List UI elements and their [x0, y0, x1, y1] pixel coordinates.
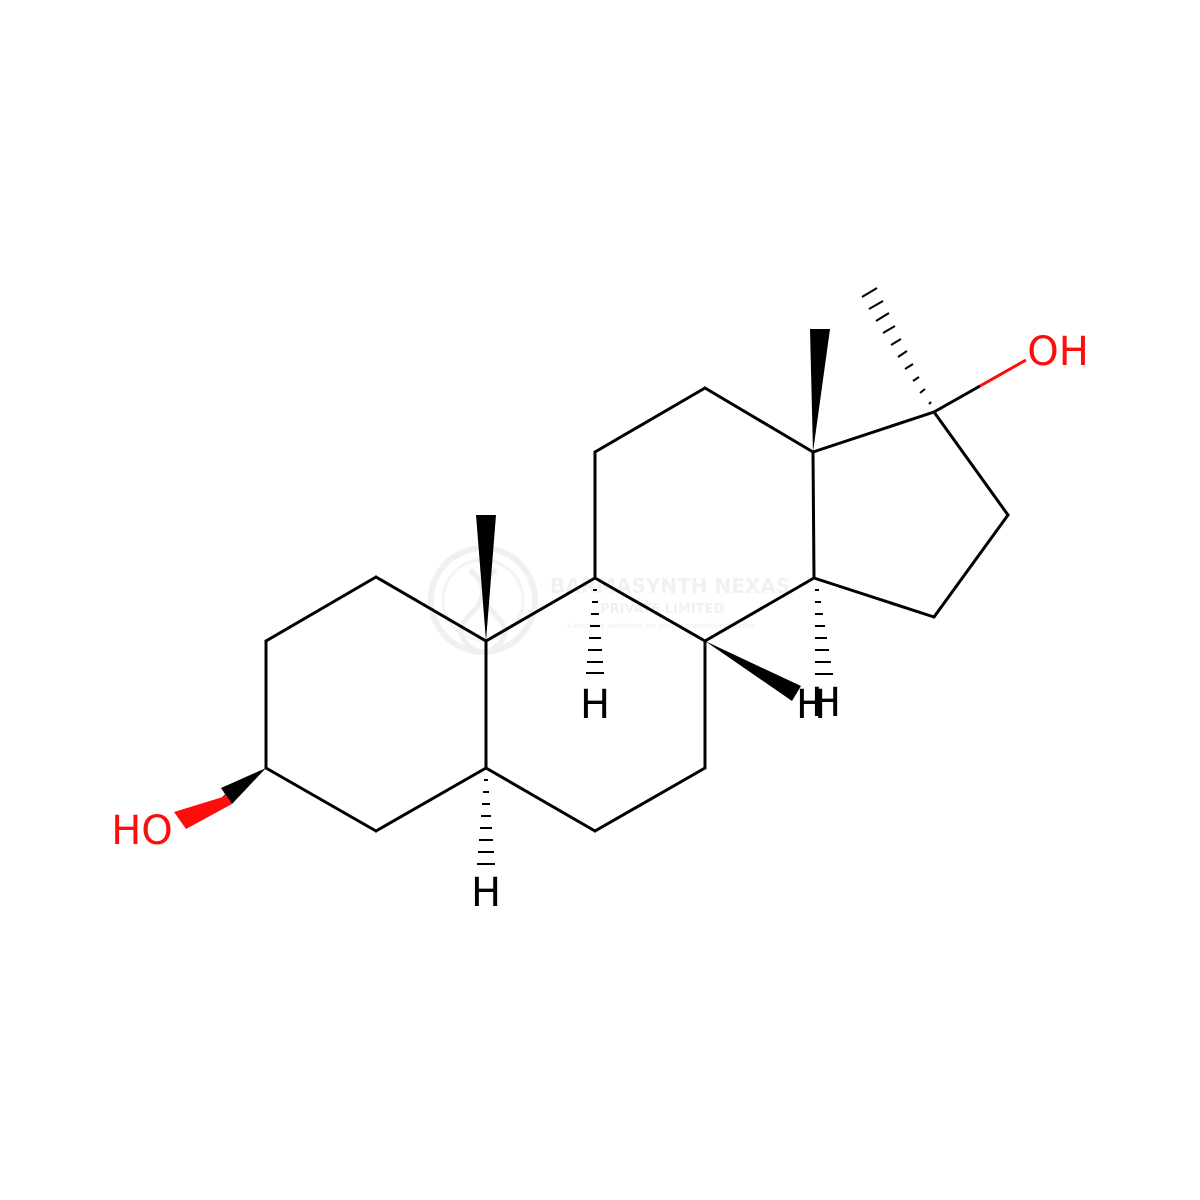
hydroxyl-bond-c17 — [933, 358, 1027, 414]
bond — [484, 576, 597, 643]
ring-b — [484, 576, 707, 833]
hydrogen-wedge-c8 — [705, 641, 801, 701]
hydrogen-label-c5: H — [471, 870, 501, 916]
bond — [374, 575, 488, 643]
bond — [264, 575, 378, 643]
bond — [932, 410, 1010, 517]
bond — [932, 513, 1010, 619]
hydrogen-hash-c5 — [477, 779, 495, 865]
bond — [811, 450, 816, 580]
bond — [374, 766, 488, 833]
bond — [811, 410, 936, 454]
watermark-sub: PRIVATE LIMITED — [600, 602, 725, 617]
bond — [593, 386, 707, 454]
bond — [812, 576, 936, 619]
hydroxyl-wedge-c3 — [174, 768, 266, 829]
bond — [484, 766, 597, 833]
methyl-wedge-c13 — [810, 329, 830, 452]
bond — [703, 576, 816, 643]
hydrogen-hash-c9 — [586, 589, 604, 674]
methyl-wedge-c10 — [476, 515, 496, 641]
methyl-hash-c17 — [861, 287, 932, 405]
ring-a — [264, 575, 488, 833]
watermark-logo: BARMASYNTH NEXAS PRIVATE LIMITED Complet… — [428, 545, 790, 655]
hydrogen-label-c14: H — [811, 680, 841, 726]
hydrogen-hash-c14 — [815, 589, 833, 675]
hydrogen-label-c9: H — [580, 682, 610, 728]
watermark-tagline: Complete solutions for pharmaceutical in… — [567, 622, 756, 630]
watermark-name: BARMASYNTH NEXAS — [550, 574, 790, 598]
bond — [593, 766, 707, 833]
hydroxyl-label-c3: HO — [111, 808, 173, 854]
bond — [264, 766, 378, 833]
hydrogen-label-c8: H — [796, 682, 826, 728]
ring-c — [593, 386, 816, 643]
ring-d — [811, 410, 1010, 619]
bond — [593, 576, 707, 643]
bond — [703, 386, 815, 454]
hydroxyl-label-c17: OH — [1027, 329, 1089, 375]
